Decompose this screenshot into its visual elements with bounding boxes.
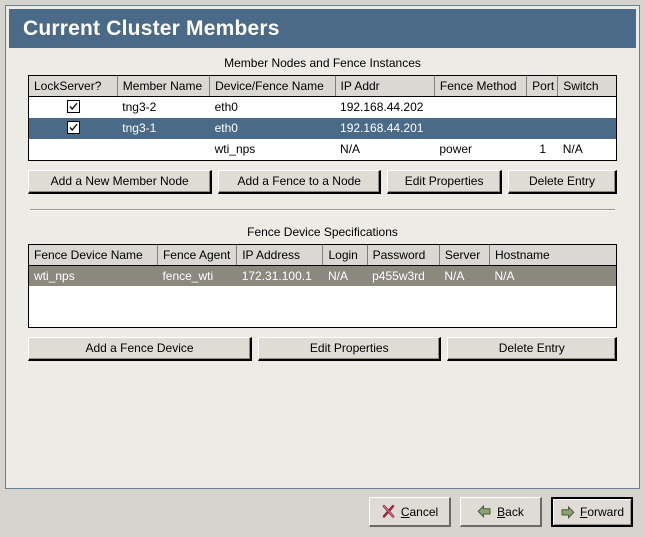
column-header-port[interactable]: Port <box>526 76 559 97</box>
checkbox-checked-icon[interactable] <box>67 120 81 134</box>
column-header-device-fence-name[interactable]: Device/Fence Name <box>209 76 336 97</box>
main-panel: Current Cluster Members Member Nodes and… <box>5 5 640 489</box>
cancel-button[interactable]: Cancel <box>369 497 451 527</box>
section-divider <box>30 208 615 211</box>
members-table-header-row: LockServer? Member Name Device/Fence Nam… <box>29 76 616 97</box>
cell-fence-method <box>434 117 527 139</box>
cell-member-name <box>117 139 209 160</box>
cancel-mnemonic: C <box>400 504 410 519</box>
members-table: LockServer? Member Name Device/Fence Nam… <box>29 76 616 160</box>
back-mnemonic: B <box>497 504 506 519</box>
fence-devices-table-container: Fence Device Name Fence Agent IP Address… <box>28 243 617 328</box>
forward-mnemonic: F <box>579 505 588 519</box>
cell-server: N/A <box>439 265 490 286</box>
cell-password: p455w3rd <box>367 265 440 286</box>
cell-device-fence-name: eth0 <box>214 100 238 115</box>
add-new-member-node-button[interactable]: Add a New Member Node <box>28 169 213 194</box>
cancel-x-icon <box>381 504 396 519</box>
edit-properties-button-fence[interactable]: Edit Properties <box>258 337 442 361</box>
fence-devices-button-row: Add a Fence Device Edit Properties Delet… <box>28 328 617 361</box>
column-header-password[interactable]: Password <box>367 244 440 266</box>
members-button-row: Add a New Member Node Add a Fence to a N… <box>28 161 617 194</box>
cell-login: N/A <box>322 265 368 286</box>
cancel-label-rest: ancel <box>409 504 439 519</box>
column-header-member-name[interactable]: Member Name <box>117 76 211 97</box>
page-title: Current Cluster Members <box>23 16 280 40</box>
cell-lockserver[interactable] <box>29 97 117 118</box>
table-row[interactable]: wti_nps N/A power 1 N/A <box>29 139 616 160</box>
delete-entry-button-members[interactable]: Delete Entry <box>508 169 617 194</box>
column-header-hostname[interactable]: Hostname <box>489 244 616 266</box>
column-header-ip-address[interactable]: IP Address <box>236 244 324 266</box>
arrow-right-icon <box>560 505 575 520</box>
cell-switch <box>557 117 616 139</box>
table-empty-area <box>29 286 616 327</box>
cell-fence-method: power <box>439 142 473 156</box>
cell-lockserver <box>29 139 117 160</box>
cell-lockserver[interactable] <box>29 117 118 139</box>
cell-fence-method <box>434 97 526 118</box>
navigation-bar: Cancel Back Forward <box>0 489 645 537</box>
column-header-fence-device-name[interactable]: Fence Device Name <box>29 244 158 266</box>
panel-content: Member Nodes and Fence Instances LockSer… <box>9 48 636 485</box>
cell-ip-addr: 192.168.44.202 <box>340 100 424 115</box>
cell-member-name: tng3-2 <box>122 100 157 115</box>
cell-port: 1 <box>539 142 547 156</box>
members-section-heading: Member Nodes and Fence Instances <box>224 56 421 70</box>
forward-label-rest: orward <box>587 505 625 519</box>
cell-ip-address: 172.31.100.1 <box>236 265 323 286</box>
members-table-container: LockServer? Member Name Device/Fence Nam… <box>28 75 617 161</box>
column-header-ip-addr[interactable]: IP Addr <box>335 76 435 97</box>
add-fence-device-button[interactable]: Add a Fence Device <box>28 337 253 361</box>
column-header-switch[interactable]: Switch <box>557 76 616 97</box>
table-row[interactable]: wti_nps fence_wti 172.31.100.1 N/A p455w… <box>29 265 616 286</box>
table-row[interactable]: tng3-2 eth0 192.168.44.202 <box>29 97 616 118</box>
forward-button-label: Forward <box>580 505 624 519</box>
fence-devices-table-header-row: Fence Device Name Fence Agent IP Address… <box>29 244 616 266</box>
cell-port <box>526 117 558 139</box>
column-header-fence-agent[interactable]: Fence Agent <box>157 244 238 266</box>
column-header-login[interactable]: Login <box>322 244 368 266</box>
cell-member-name: tng3-1 <box>117 117 210 139</box>
delete-entry-button-fence[interactable]: Delete Entry <box>447 337 617 361</box>
cell-fence-agent: fence_wti <box>157 265 237 286</box>
column-header-lockserver[interactable]: LockServer? <box>29 76 118 97</box>
cell-ip-addr: N/A <box>340 142 361 156</box>
edit-properties-button-members[interactable]: Edit Properties <box>387 169 503 194</box>
column-header-fence-method[interactable]: Fence Method <box>434 76 528 97</box>
cancel-button-label: Cancel <box>401 505 438 519</box>
cell-hostname: N/A <box>489 265 616 286</box>
fence-devices-table: Fence Device Name Fence Agent IP Address… <box>29 244 616 327</box>
checkbox-checked-icon[interactable] <box>67 99 81 113</box>
back-label-rest: ack <box>505 504 524 519</box>
table-row[interactable]: tng3-1 eth0 192.168.44.201 <box>29 117 616 139</box>
cell-device-fence-name: eth0 <box>209 117 336 139</box>
cell-port <box>527 97 558 118</box>
back-button[interactable]: Back <box>460 497 542 527</box>
column-header-server[interactable]: Server <box>439 244 491 266</box>
navigation-buttons: Cancel Back Forward <box>369 497 633 527</box>
fence-devices-section-heading: Fence Device Specifications <box>247 224 398 239</box>
title-bar: Current Cluster Members <box>9 9 636 48</box>
cell-switch <box>558 97 616 118</box>
cell-ip-addr: 192.168.44.201 <box>335 117 435 139</box>
cell-fence-device-name: wti_nps <box>29 265 158 286</box>
cell-switch: N/A <box>562 142 583 156</box>
arrow-left-icon <box>477 504 492 519</box>
cell-device-fence-name: wti_nps <box>214 142 256 156</box>
forward-button[interactable]: Forward <box>551 497 633 527</box>
back-button-label: Back <box>497 505 524 519</box>
add-fence-to-node-button[interactable]: Add a Fence to a Node <box>218 169 382 194</box>
